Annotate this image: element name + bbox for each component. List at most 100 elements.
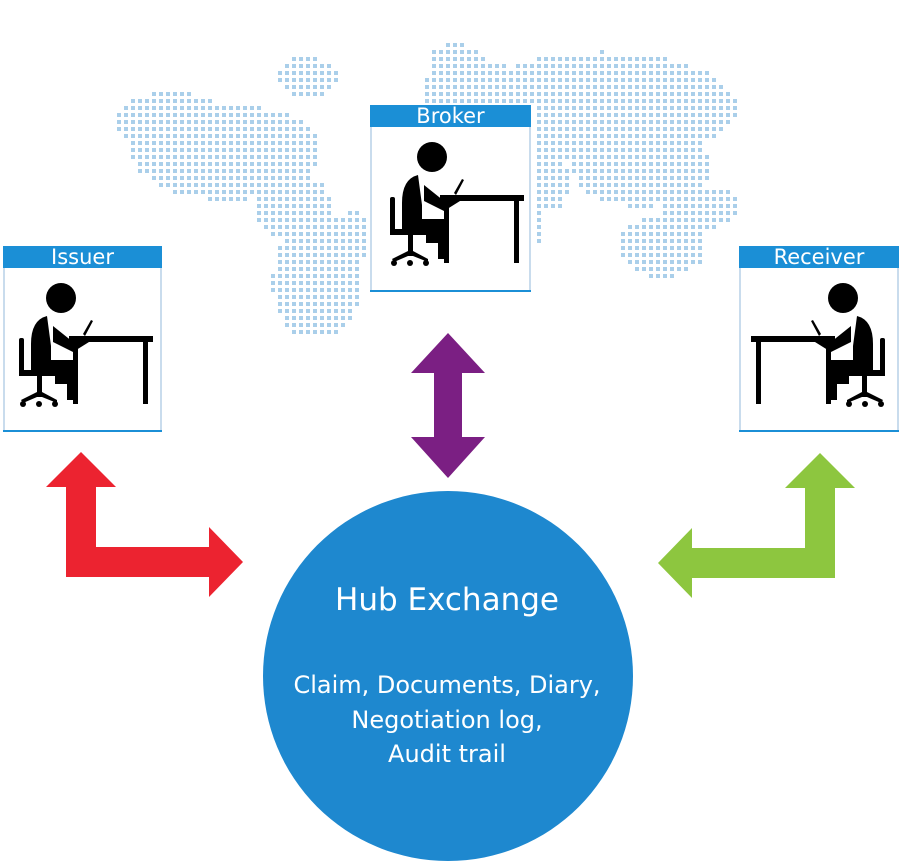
map-dot bbox=[565, 78, 569, 82]
map-dot bbox=[208, 162, 212, 166]
map-dot bbox=[271, 197, 275, 201]
map-dot bbox=[691, 162, 695, 166]
map-dot bbox=[663, 267, 667, 271]
map-dot bbox=[663, 190, 667, 194]
map-dot bbox=[670, 71, 674, 75]
map-dot bbox=[313, 78, 317, 82]
map-dot bbox=[593, 141, 597, 145]
map-dot bbox=[544, 155, 548, 159]
map-dot bbox=[187, 92, 191, 96]
map-dot bbox=[523, 92, 527, 96]
map-dot bbox=[124, 127, 128, 131]
map-dot bbox=[187, 134, 191, 138]
map-dot bbox=[551, 127, 555, 131]
map-dot bbox=[698, 239, 702, 243]
map-dot bbox=[271, 155, 275, 159]
map-dot bbox=[215, 176, 219, 180]
map-dot bbox=[278, 246, 282, 250]
map-dot bbox=[670, 85, 674, 89]
map-dot bbox=[159, 134, 163, 138]
map-dot bbox=[565, 190, 569, 194]
map-dot bbox=[621, 113, 625, 117]
map-dot bbox=[670, 190, 674, 194]
map-dot bbox=[544, 148, 548, 152]
map-dot bbox=[600, 127, 604, 131]
map-dot bbox=[355, 260, 359, 264]
map-dot bbox=[537, 176, 541, 180]
map-dot bbox=[516, 85, 520, 89]
map-dot bbox=[138, 141, 142, 145]
map-dot bbox=[558, 106, 562, 110]
map-dot bbox=[299, 225, 303, 229]
map-dot bbox=[586, 57, 590, 61]
map-dot bbox=[446, 85, 450, 89]
map-dot bbox=[467, 99, 471, 103]
map-dot bbox=[138, 106, 142, 110]
map-dot bbox=[145, 120, 149, 124]
map-dot bbox=[656, 106, 660, 110]
map-dot bbox=[215, 148, 219, 152]
map-dot bbox=[166, 127, 170, 131]
map-dot bbox=[649, 267, 653, 271]
map-dot bbox=[215, 169, 219, 173]
map-dot bbox=[222, 134, 226, 138]
map-dot bbox=[292, 204, 296, 208]
map-dot bbox=[208, 127, 212, 131]
map-dot bbox=[187, 162, 191, 166]
map-dot bbox=[187, 106, 191, 110]
map-dot bbox=[327, 239, 331, 243]
map-dot bbox=[670, 148, 674, 152]
map-dot bbox=[698, 218, 702, 222]
map-dot bbox=[635, 162, 639, 166]
map-dot bbox=[292, 141, 296, 145]
map-dot bbox=[292, 309, 296, 313]
map-dot bbox=[579, 176, 583, 180]
map-dot bbox=[691, 197, 695, 201]
map-dot bbox=[117, 113, 121, 117]
map-dot bbox=[691, 239, 695, 243]
map-dot bbox=[516, 99, 520, 103]
map-dot bbox=[621, 78, 625, 82]
map-dot bbox=[698, 92, 702, 96]
broker-hub-arrow-icon bbox=[411, 333, 485, 478]
map-dot bbox=[257, 141, 261, 145]
map-dot bbox=[215, 197, 219, 201]
map-dot bbox=[243, 176, 247, 180]
map-dot bbox=[313, 141, 317, 145]
map-dot bbox=[621, 99, 625, 103]
map-dot bbox=[649, 253, 653, 257]
map-dot bbox=[355, 218, 359, 222]
map-dot bbox=[628, 64, 632, 68]
map-dot bbox=[642, 120, 646, 124]
map-dot bbox=[278, 281, 282, 285]
map-dot bbox=[299, 274, 303, 278]
map-dot bbox=[642, 106, 646, 110]
map-dot bbox=[257, 120, 261, 124]
map-dot bbox=[439, 57, 443, 61]
map-dot bbox=[649, 106, 653, 110]
map-dot bbox=[544, 92, 548, 96]
map-dot bbox=[656, 253, 660, 257]
map-dot bbox=[663, 113, 667, 117]
map-dot bbox=[586, 85, 590, 89]
map-dot bbox=[348, 274, 352, 278]
map-dot bbox=[642, 183, 646, 187]
map-dot bbox=[698, 253, 702, 257]
map-dot bbox=[180, 148, 184, 152]
map-dot bbox=[691, 148, 695, 152]
map-dot bbox=[432, 71, 436, 75]
map-dot bbox=[698, 155, 702, 159]
map-dot bbox=[705, 78, 709, 82]
map-dot bbox=[614, 71, 618, 75]
map-dot bbox=[306, 295, 310, 299]
map-dot bbox=[131, 106, 135, 110]
map-dot bbox=[194, 162, 198, 166]
map-dot bbox=[698, 106, 702, 110]
map-dot bbox=[495, 71, 499, 75]
map-dot bbox=[656, 239, 660, 243]
map-dot bbox=[271, 113, 275, 117]
map-dot bbox=[712, 120, 716, 124]
map-dot bbox=[705, 162, 709, 166]
map-dot bbox=[621, 71, 625, 75]
map-dot bbox=[558, 155, 562, 159]
